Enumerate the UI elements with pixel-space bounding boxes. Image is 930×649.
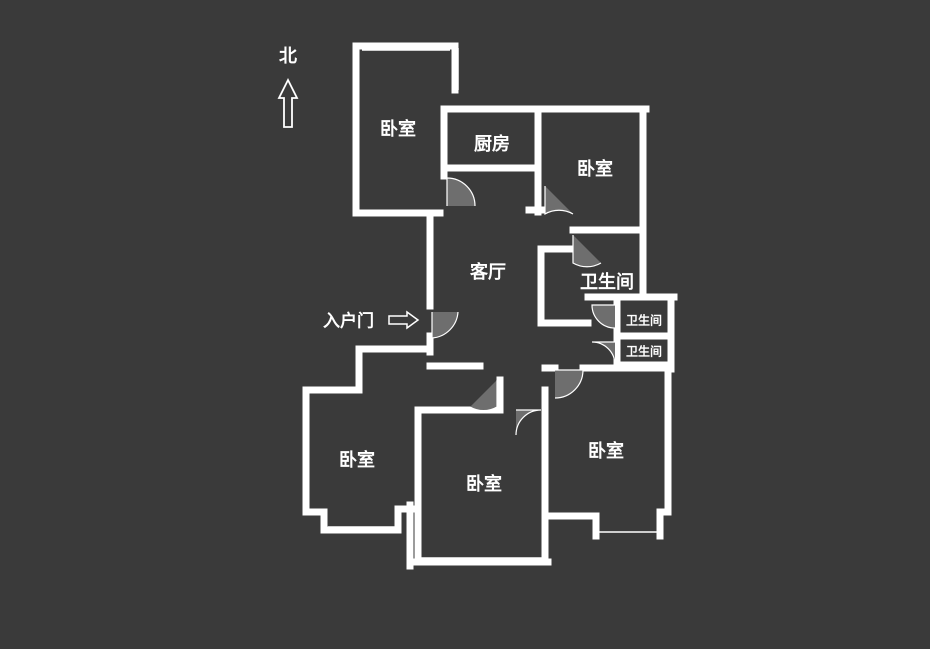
door-s-bedroom bbox=[469, 380, 498, 412]
door-bath-small-2 bbox=[591, 341, 616, 366]
wall-se-bedroom-east bbox=[656, 364, 672, 540]
doors bbox=[431, 177, 616, 436]
door-se-bedroom bbox=[554, 369, 584, 399]
room-label-bedroom-s: 卧室 bbox=[466, 474, 502, 495]
door-ne-bedroom bbox=[544, 186, 574, 216]
windows bbox=[328, 48, 658, 559]
room-label-bedroom-ne: 卧室 bbox=[577, 159, 613, 180]
wall-se-bedroom-south bbox=[541, 512, 600, 540]
room-label-bath-small-1: 卫生间 bbox=[625, 313, 663, 328]
wall-sw-bedroom bbox=[302, 345, 434, 534]
north-label: 北 bbox=[279, 46, 297, 67]
room-label-living: 客厅 bbox=[470, 262, 506, 283]
room-label-kitchen: 厨房 bbox=[474, 134, 510, 155]
wall-nw-bedroom bbox=[352, 42, 459, 217]
room-label-bedroom-nw: 卧室 bbox=[380, 119, 416, 140]
door-bath-small-1 bbox=[591, 304, 616, 329]
room-label-bedroom-se: 卧室 bbox=[588, 441, 624, 462]
door-nw-bedroom bbox=[446, 177, 476, 207]
room-label-bedroom-sw: 卧室 bbox=[339, 450, 375, 471]
wall-sw-bedroom-south bbox=[320, 505, 416, 534]
door-entrance bbox=[431, 311, 459, 339]
north-arrow-icon bbox=[277, 77, 299, 128]
door-bath-main bbox=[572, 235, 602, 268]
walls bbox=[302, 42, 678, 570]
room-label-bath-main: 卫生间 bbox=[580, 272, 634, 293]
entrance-arrow-icon bbox=[388, 310, 420, 330]
door-sw-s-bedroom bbox=[515, 409, 542, 436]
entrance-label: 入户门 bbox=[323, 311, 374, 332]
room-label-bath-small-2: 卫生间 bbox=[625, 344, 663, 359]
